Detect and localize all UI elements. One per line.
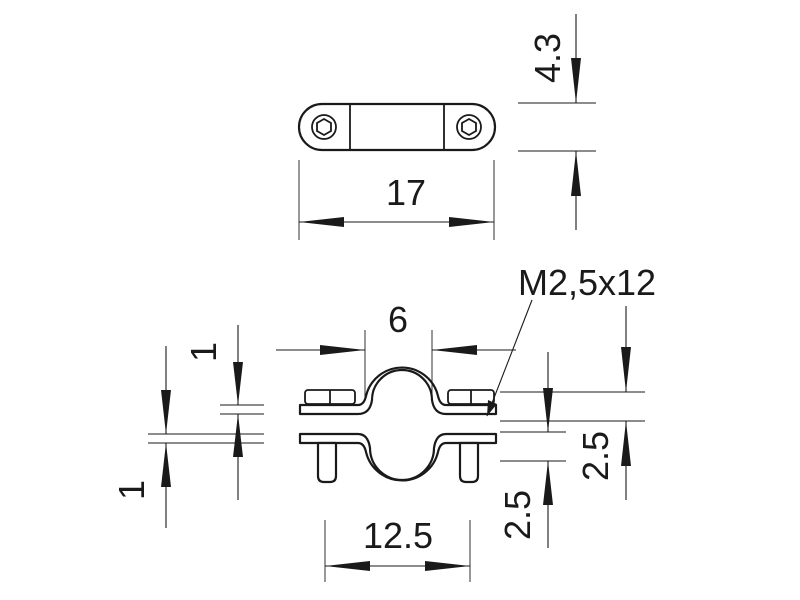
dim-right-offset: 2.5: [500, 306, 645, 500]
callout-screw-spec: M2,5x12: [486, 262, 656, 417]
top-view-clip: [297, 102, 497, 152]
screw-head-right-icon: [456, 114, 482, 140]
screw-right-icon: [447, 389, 495, 484]
dim-label-left-thickness-bottom: 1: [111, 480, 152, 500]
dim-label-left-thickness-top: 1: [183, 342, 224, 362]
dim-label-base-width: 12.5: [363, 515, 433, 556]
screw-head-left-icon: [311, 114, 337, 140]
dim-label-right-offset: 2.5: [575, 431, 616, 481]
screw-left-icon: [304, 389, 356, 484]
dim-left-thickness-bottom: 1: [111, 346, 264, 528]
dim-label-top-height: 4.3: [527, 33, 568, 83]
dim-label-screw-spec: M2,5x12: [518, 262, 656, 303]
dim-top-height: 4.3: [518, 14, 596, 230]
dim-label-top-length: 17: [386, 172, 426, 213]
dim-left-thickness-top: 1: [183, 325, 264, 500]
dim-center-span: 6: [276, 299, 516, 400]
dim-base-width: 12.5: [324, 515, 471, 582]
dim-lower-offset: 2.5: [497, 352, 566, 548]
dim-label-center-span: 6: [388, 299, 408, 340]
front-view-clip: [298, 366, 498, 484]
dim-label-lower-offset: 2.5: [497, 490, 538, 540]
dim-top-length: 17: [298, 160, 495, 240]
